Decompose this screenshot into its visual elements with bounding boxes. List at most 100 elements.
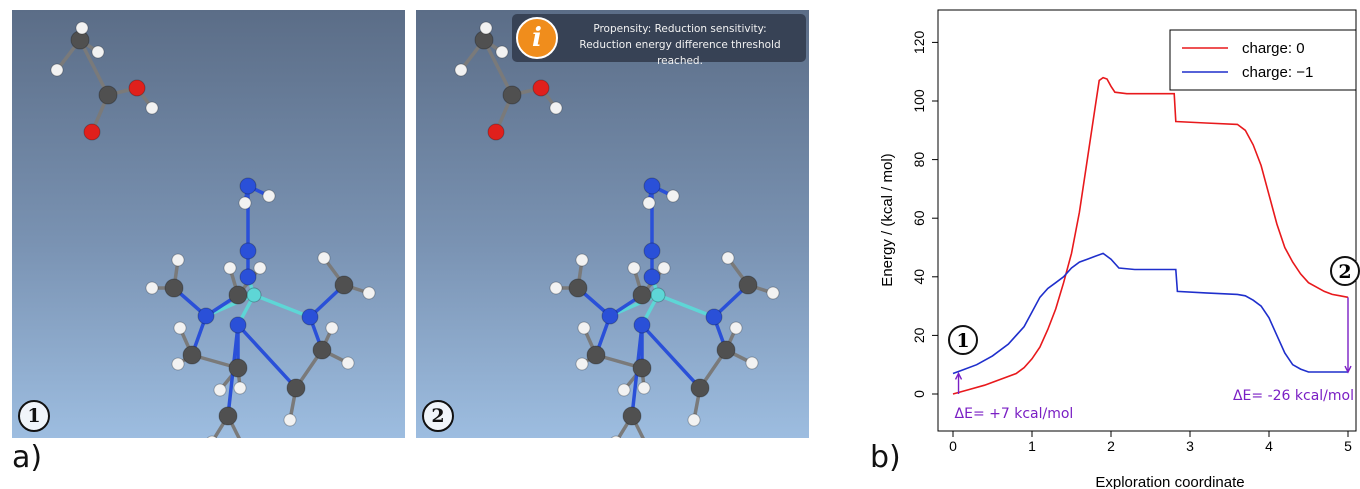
- bond-3: [78, 38, 110, 97]
- atom-h-19: [171, 253, 185, 267]
- y-tick-label-3: 60: [911, 210, 927, 226]
- atom-h-24: [766, 286, 780, 300]
- propensity-notification[interactable]: i Propensity: Reduction sensitivity: Red…: [512, 14, 806, 67]
- y-tick-label-2: 40: [911, 269, 927, 285]
- atom-h-10: [666, 189, 680, 203]
- y-tick-label-0: 0: [911, 390, 927, 398]
- atom-h-30: [213, 383, 227, 397]
- atom-h-25: [317, 251, 331, 265]
- atom-o-6: [128, 79, 146, 97]
- atom-h-18: [549, 281, 563, 295]
- atom-n-12: [643, 268, 661, 286]
- atom-h-30: [617, 383, 631, 397]
- atom-c-37: [218, 406, 238, 426]
- atom-c-34: [716, 340, 736, 360]
- atom-n-8: [239, 177, 257, 195]
- x-tick-label-0: 0: [949, 438, 957, 454]
- atom-h-22: [253, 261, 267, 275]
- atom-n-15: [301, 308, 319, 326]
- atom-h-25: [721, 251, 735, 265]
- atom-h-35: [341, 356, 355, 370]
- atom-c-37: [622, 406, 642, 426]
- atom-h-1: [454, 63, 468, 77]
- atom-c-26: [586, 345, 606, 365]
- atom-n-11: [643, 242, 661, 260]
- atom-h-38: [206, 435, 218, 438]
- chart-marker-2: 2: [1330, 256, 1360, 286]
- bond-13: [252, 293, 312, 319]
- atom-h-3: [91, 45, 105, 59]
- atom-h-27: [575, 357, 589, 371]
- series-lines: [952, 76, 1349, 395]
- atom-c-20: [228, 285, 248, 305]
- bond-31: [640, 323, 702, 390]
- atom-n-11: [239, 242, 257, 260]
- atom-h-35: [745, 356, 759, 370]
- atom-n-14: [601, 307, 619, 325]
- atom-h-27: [171, 357, 185, 371]
- atom-h-24: [362, 286, 376, 300]
- x-tick-label-1: 1: [1028, 438, 1036, 454]
- x-tick-label-2: 2: [1107, 438, 1115, 454]
- molecule-view-2: 2 i Propensity: Reduction sensitivity: R…: [416, 10, 809, 438]
- atom-c-29: [632, 358, 652, 378]
- atom-c-4: [502, 85, 522, 105]
- atom-h-9: [642, 196, 656, 210]
- atom-n-8: [643, 177, 661, 195]
- atom-h-7: [145, 101, 159, 115]
- atom-h-28: [577, 321, 591, 335]
- notification-text: Propensity: Reduction sensitivity: Reduc…: [558, 21, 802, 69]
- series-line-0: [952, 76, 1349, 395]
- x-tick-label-5: 5: [1344, 438, 1352, 454]
- caption-b: b): [870, 440, 901, 475]
- atom-h-33: [687, 413, 701, 427]
- info-icon: i: [516, 17, 558, 59]
- legend-label-charge-minus1: charge: −1: [1242, 64, 1313, 81]
- chart-marker-1: 1: [948, 325, 978, 355]
- bond-3: [482, 38, 514, 97]
- atom-h-10: [262, 189, 276, 203]
- annotation-arrowhead-1: [1344, 365, 1352, 374]
- chart-legend: charge: 0 charge: −1: [1169, 29, 1357, 91]
- plot-frame: [937, 9, 1357, 432]
- y-tick-label-5: 100: [911, 89, 927, 113]
- atom-h-3: [495, 45, 509, 59]
- atom-h-19: [575, 253, 589, 267]
- legend-box: [1169, 29, 1357, 91]
- annotation-arrowhead-0: [954, 371, 963, 380]
- atom-c-32: [286, 378, 306, 398]
- atom-n-15: [705, 308, 723, 326]
- atom-h-21: [627, 261, 641, 275]
- atom-h-2: [75, 21, 89, 35]
- atom-m-13: [246, 287, 262, 303]
- annotation-label-1: ΔE= -26 kcal/mol: [1233, 388, 1354, 404]
- atom-h-33: [283, 413, 297, 427]
- atom-h-31: [233, 381, 247, 395]
- molecule-structure-2: [454, 21, 780, 438]
- atom-h-9: [238, 196, 252, 210]
- atom-h-28: [173, 321, 187, 335]
- atom-c-20: [632, 285, 652, 305]
- atom-h-36: [729, 321, 743, 335]
- atom-c-17: [568, 278, 588, 298]
- y-axis-label: Energy / (kcal / mol): [879, 153, 896, 286]
- molecule-structure-1: [50, 21, 376, 438]
- y-tick-label-4: 80: [911, 152, 927, 168]
- notification-line-1: Propensity: Reduction sensitivity:: [593, 23, 767, 35]
- atom-c-32: [690, 378, 710, 398]
- atom-h-18: [145, 281, 159, 295]
- atom-h-38: [610, 435, 622, 438]
- caption-a: a): [12, 440, 43, 475]
- x-axis-label: Exploration coordinate: [1095, 474, 1244, 489]
- y-tick-label-6: 120: [911, 31, 927, 55]
- atom-h-7: [549, 101, 563, 115]
- legend-label-charge-0: charge: 0: [1242, 40, 1305, 57]
- atom-c-26: [182, 345, 202, 365]
- atom-h-36: [325, 321, 339, 335]
- x-tick-label-3: 3: [1186, 438, 1194, 454]
- atom-m-13: [650, 287, 666, 303]
- bond-13: [656, 293, 716, 319]
- state-marker-2: 2: [422, 400, 454, 432]
